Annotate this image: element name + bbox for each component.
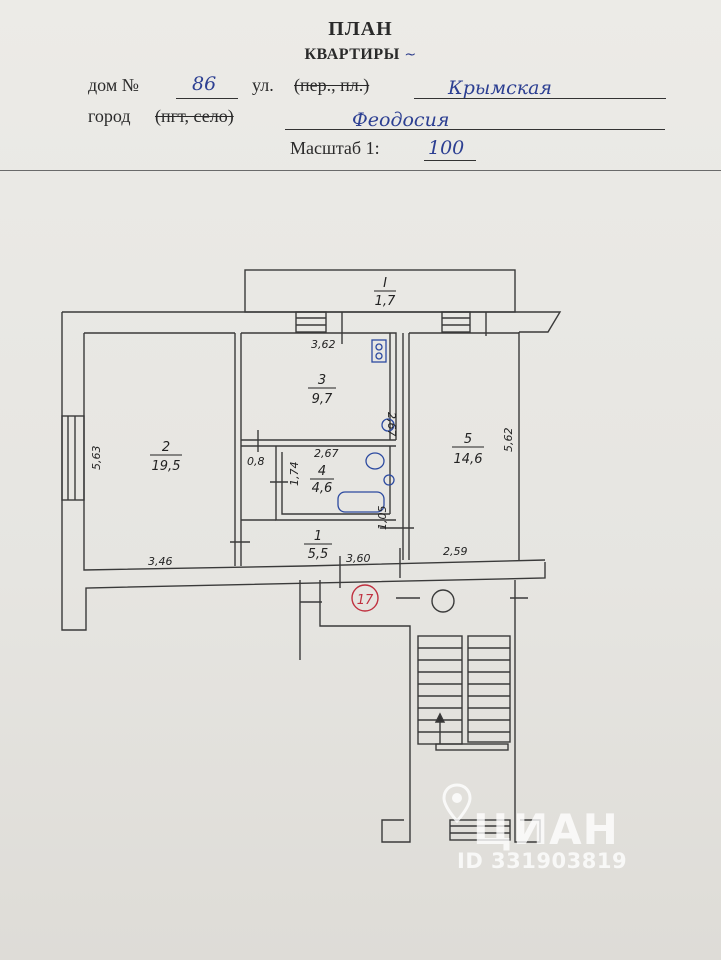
document-subtitle: КВАРТИРЫ ~ <box>0 46 721 64</box>
dim-bath-width: 2,67 <box>314 447 339 460</box>
apartment-number-circle <box>351 584 379 612</box>
outer-wall-left <box>61 312 546 631</box>
dim-corridor-width: 3,60 <box>346 552 371 565</box>
room-I-area: 1,7 <box>375 294 396 309</box>
dim-room2-width: 3,46 <box>148 555 173 568</box>
dimension-labels: 3,62 2,67 5,63 0,8 1,74 2,67 5,62 3,46 3… <box>90 338 515 568</box>
location-pin-icon <box>442 783 472 823</box>
stove-icon <box>371 339 387 363</box>
watermark-listing-id: ID 331903819 <box>457 849 628 873</box>
room-I-number: I <box>383 276 387 291</box>
document-header: ПЛАН КВАРТИРЫ ~ дом № 86 ул. (пер., пл.)… <box>0 0 721 180</box>
room-2-number: 2 <box>162 440 170 455</box>
room-1-area: 5,5 <box>308 547 329 562</box>
dim-corridor-depth: 1,05 <box>376 506 389 531</box>
room-2-area: 19,5 <box>152 459 181 474</box>
header-divider-line <box>0 170 721 171</box>
room-4-area: 4,6 <box>312 481 333 496</box>
dim-room3-depth: 2,67 <box>385 412 398 437</box>
street-label: ул. <box>252 75 274 95</box>
stair-landing-walls <box>299 580 411 843</box>
scale-value: 100 <box>428 137 465 159</box>
bathtub-icon <box>337 491 385 513</box>
city-name-value: Феодосия <box>352 109 450 131</box>
house-underline <box>176 98 238 99</box>
room-5-area: 14,6 <box>454 452 483 467</box>
room5-left-wall <box>402 333 410 560</box>
top-window-right <box>441 311 471 333</box>
room-4-number: 4 <box>318 464 326 479</box>
street-type-struck: (пер., пл.) <box>294 75 370 95</box>
dim-room3-width: 3,62 <box>311 338 336 351</box>
watermark-brand: ЦИАН <box>473 805 619 854</box>
room3-walls <box>241 332 397 440</box>
city-underline <box>285 129 665 130</box>
room-3-number: 3 <box>318 373 326 388</box>
dim-room5-width: 2,59 <box>443 545 468 558</box>
room-labels: I 1,7 2 19,5 3 9,7 4 4,6 5 14,6 1 5,5 <box>150 276 484 562</box>
basin-icon <box>383 474 395 486</box>
scale-underline <box>424 160 476 161</box>
room-5-number: 5 <box>464 432 472 447</box>
dim-bath-depth: 1,74 <box>288 462 301 487</box>
left-window <box>61 415 85 501</box>
subtitle-handwritten-mark: ~ <box>404 47 417 63</box>
room-1-number: 1 <box>314 529 322 544</box>
stair-window <box>449 819 511 841</box>
house-number-value: 86 <box>192 73 217 95</box>
dim-passage: 0,8 <box>247 455 265 468</box>
document-title: ПЛАН <box>328 18 393 40</box>
room-3-area: 9,7 <box>312 392 333 407</box>
apartment-number: 17 <box>357 593 374 608</box>
room2-right-wall <box>234 333 242 566</box>
scale-label: Масштаб 1: <box>290 138 380 158</box>
street-name-value: Крымская <box>448 77 552 99</box>
room3-bottom-wall <box>241 439 396 447</box>
city-type-struck: (пгт, село) <box>155 106 234 126</box>
subtitle-text: КВАРТИРЫ <box>304 46 400 63</box>
sink-icon <box>381 418 395 432</box>
dim-room5-length: 5,62 <box>502 428 515 453</box>
top-window-left <box>295 311 327 333</box>
vent-shaft-circle <box>431 589 455 613</box>
stair-right-wall <box>514 580 541 843</box>
cian-watermark: ЦИАН ID 331903819 <box>425 783 685 875</box>
house-label: дом № <box>88 75 139 95</box>
city-label: город <box>88 106 131 126</box>
street-underline <box>414 98 666 99</box>
stairs-right-flight <box>467 635 511 743</box>
toilet-icon <box>365 452 385 470</box>
dim-room2-length: 5,63 <box>90 446 103 471</box>
